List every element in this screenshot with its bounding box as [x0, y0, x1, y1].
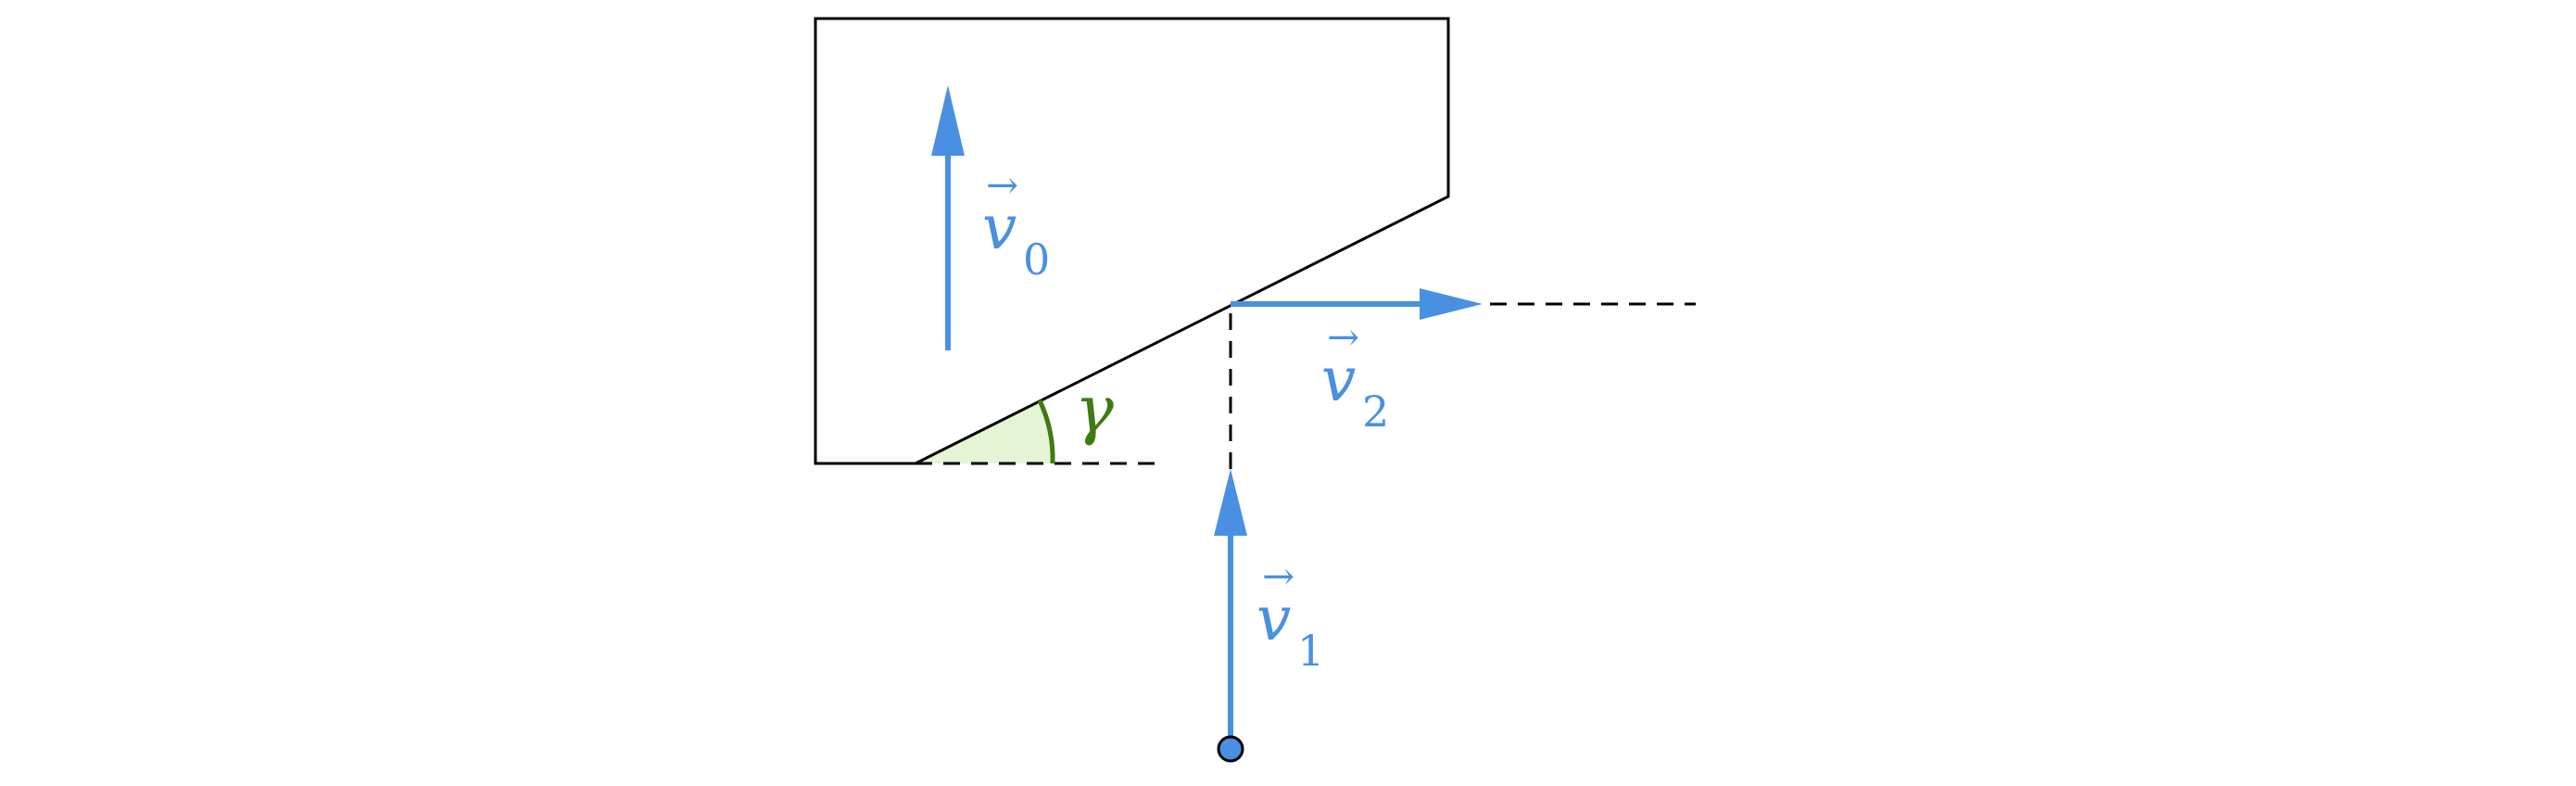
label-gamma: γ [1075, 372, 1114, 448]
label-v0-subscript: 0 [1023, 235, 1050, 285]
start-point [1217, 735, 1244, 763]
label-v1-arrow: → [1262, 553, 1294, 599]
label-v2-subscript: 2 [1362, 387, 1389, 437]
label-v2-symbol: v [1321, 344, 1356, 415]
label-v0: → v 0 [982, 162, 1050, 285]
label-v1-symbol: v [1256, 583, 1291, 654]
label-v1-subscript: 1 [1297, 626, 1324, 676]
angle-gamma-arc [1037, 399, 1055, 464]
vector-v1 [1214, 469, 1247, 747]
vector-v0 [931, 85, 965, 350]
label-v0-arrow: → [986, 162, 1018, 208]
label-v2: → v 2 [1321, 314, 1389, 437]
label-v0-symbol: v [982, 192, 1017, 263]
label-v1: → v 1 [1256, 553, 1324, 676]
vector-v2 [1231, 288, 1483, 320]
label-v2-arrow: → [1327, 314, 1359, 360]
